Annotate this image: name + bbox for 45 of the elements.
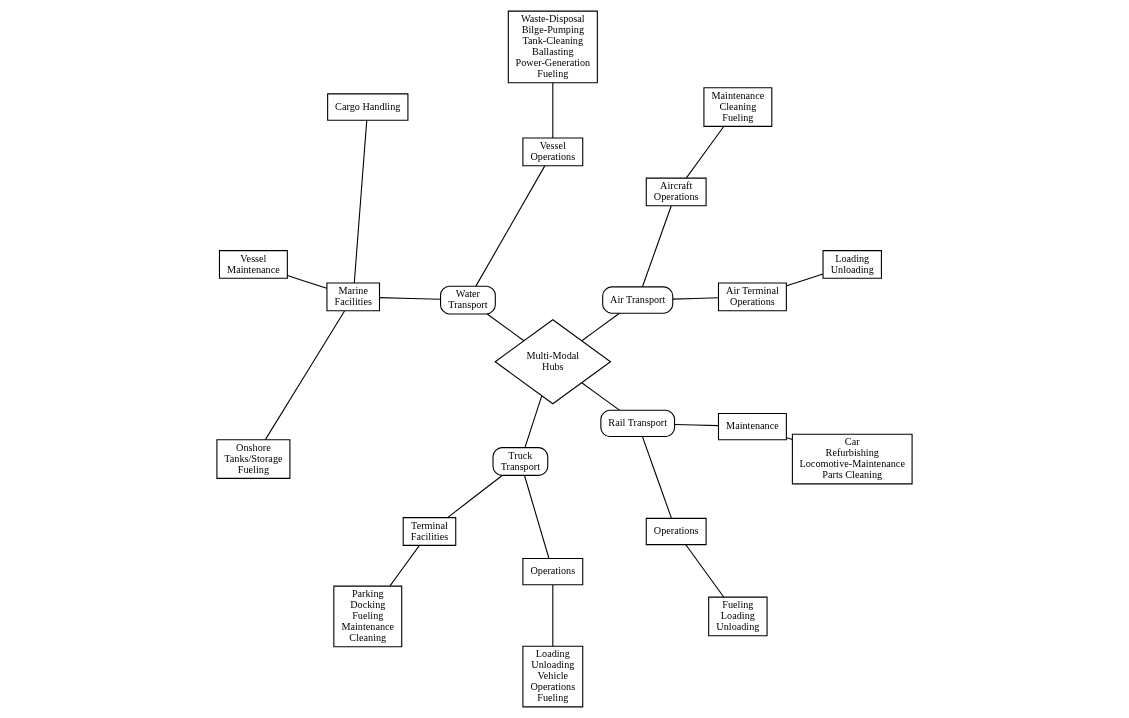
- node-box: Cargo Handling: [327, 93, 409, 121]
- connector: [524, 395, 543, 449]
- node-box: Truck Transport: [492, 447, 549, 476]
- node-box: Operations: [645, 517, 707, 546]
- node-box: Loading Unloading: [822, 250, 882, 279]
- connector: [486, 313, 525, 342]
- connector: [353, 119, 368, 284]
- node-diamond: Multi-Modal Hubs: [494, 319, 612, 405]
- connector: [264, 310, 346, 441]
- node-box: Maintenance: [717, 412, 787, 441]
- connector: [552, 584, 554, 647]
- connector: [552, 82, 554, 139]
- connector: [581, 312, 621, 342]
- connector: [672, 297, 719, 300]
- node-box: Fueling Loading Unloading: [708, 596, 768, 637]
- connector: [581, 382, 621, 411]
- node-box: Aircraft Operations: [645, 177, 707, 207]
- connector: [641, 436, 672, 519]
- connector: [286, 274, 328, 289]
- connector: [475, 165, 546, 287]
- node-box: Air Transport: [602, 286, 674, 314]
- node-box: Terminal Facilities: [402, 517, 457, 546]
- connector: [447, 475, 503, 519]
- node-box: Rail Transport: [600, 409, 676, 438]
- connector: [785, 437, 793, 441]
- node-box: Maintenance Cleaning Fueling: [703, 87, 773, 127]
- connector: [389, 545, 420, 587]
- connector: [685, 544, 725, 598]
- connector: [641, 205, 672, 288]
- connector: [379, 297, 441, 300]
- connector: [523, 474, 550, 559]
- node-box: Loading Unloading Vehicle Operations Fueling: [522, 645, 584, 708]
- node-box: Waste-Disposal Bilge-Pumping Tank-Cleaning Ballasting Power-Generation Fueling: [507, 10, 598, 84]
- node-box: Car Refurbishing Locomotive-Maintenance Parts Cleaning: [791, 433, 913, 485]
- node-box: Marine Facilities: [326, 282, 381, 312]
- node-box: Onshore Tanks/Storage Fueling: [216, 439, 291, 479]
- connector: [685, 125, 725, 179]
- connector: [785, 273, 824, 287]
- node-box: Vessel Maintenance: [218, 250, 288, 279]
- node-box: Parking Docking Fueling Maintenance Cleaning: [333, 585, 403, 648]
- node-box: Water Transport: [440, 285, 496, 315]
- connector: [674, 423, 720, 427]
- node-box: Vessel Operations: [522, 137, 584, 167]
- node-box: Air Terminal Operations: [717, 282, 787, 312]
- node-box: Operations: [522, 557, 584, 586]
